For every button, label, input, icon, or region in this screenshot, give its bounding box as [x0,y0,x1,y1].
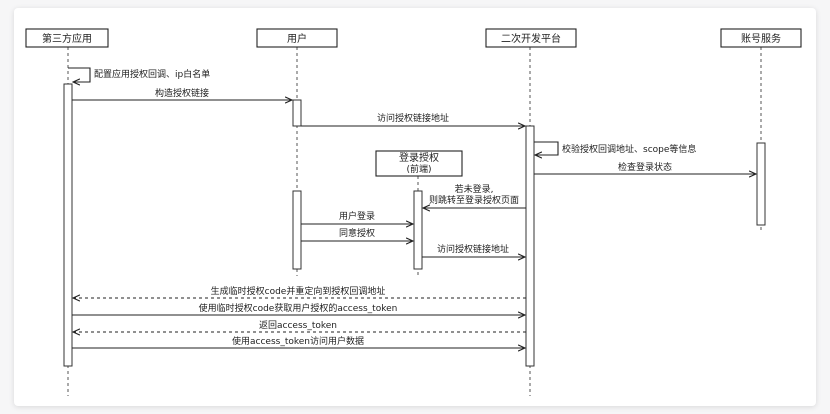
participant-user-label: 用户 [287,32,307,45]
participant-app: 第三方应用 [25,28,109,48]
self-arrow-platform [534,141,559,155]
login-box-subtitle: (前端) [406,163,431,175]
msg-user-login: 用户登录 [339,210,375,222]
participant-platform: 二次开发平台 [485,28,577,48]
msg-return-token: 返回access_token [259,319,337,331]
msg-check-login: 检查登录状态 [618,161,672,173]
activation-account [756,142,766,226]
activation-user-1 [292,99,302,127]
msg-access-data: 使用access_token访问用户数据 [232,335,364,347]
participant-app-label: 第三方应用 [42,32,92,45]
participant-user: 用户 [256,28,338,48]
self-arrow-app [68,67,91,82]
activation-user-2 [292,190,302,270]
activation-app [63,83,73,367]
participant-account: 账号服务 [720,28,802,48]
msg-configure-callback: 配置应用授权回调、ip白名单 [94,68,210,80]
msg-redirect-login: 则跳转至登录授权页面 [429,194,519,206]
participant-account-label: 账号服务 [741,32,781,45]
login-box: 登录授权 (前端) [375,150,463,177]
msg-verify-callback: 校验授权回调地址、scope等信息 [562,143,696,155]
msg-get-token: 使用临时授权code获取用户授权的access_token [199,302,398,314]
msg-consent: 同意授权 [339,227,375,239]
msg-visit-link-2: 访问授权链接地址 [437,243,509,255]
activation-platform [525,125,535,367]
msg-if-not-logged-in: 若未登录, [455,183,494,195]
participant-platform-label: 二次开发平台 [501,32,561,45]
msg-return-code: 生成临时授权code并重定向到授权回调地址 [211,285,386,297]
activation-login [413,190,423,270]
msg-visit-link-1: 访问授权链接地址 [377,112,449,124]
login-box-title: 登录授权 [399,151,439,164]
msg-build-link: 构造授权链接 [155,87,209,99]
